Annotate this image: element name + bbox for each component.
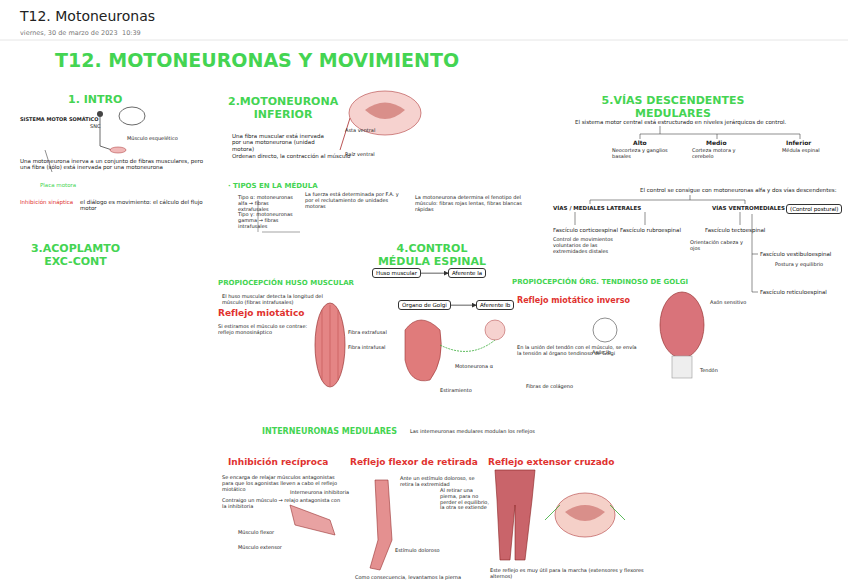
note-text: viernes, 30 de marzo de 2023 — [20, 30, 118, 37]
note-text: Al retirar una pierna, para no perder el… — [440, 488, 490, 511]
section-heading: PROPIOCEPCIÓN HUSO MUSCULAR — [218, 279, 354, 287]
note-text: Fibra intrafusal — [348, 345, 385, 351]
note-text: Fibra extrafusal — [348, 330, 387, 336]
note-text: Tendón — [700, 368, 718, 374]
section-heading: PROPIOCEPCIÓN ÓRG. TENDINOSO DE GOLGI — [512, 278, 688, 286]
note-text: Tipo γ: motoneuronas gamma → fibras intr… — [238, 212, 293, 229]
note-text: Axón sensitivo — [710, 300, 746, 306]
note-text: Ordenan directo, la contracción al múscu… — [232, 153, 350, 159]
section-heading: 2.MOTONEURONA INFERIOR — [228, 96, 338, 121]
box-text: (Control postural) — [790, 206, 838, 212]
section-heading: · TIPOS EN LA MÉDULA — [228, 182, 318, 190]
note-text: El sistema motor central está estructura… — [575, 119, 786, 125]
note-text: Una fibra muscular está inervada por una… — [232, 133, 332, 152]
note-text: Fascículo tectoespinal — [705, 227, 765, 233]
section-heading: 1. INTRO — [68, 94, 122, 107]
boxed-term: Órgano de Golgi — [398, 300, 451, 310]
section-heading: Reflejo miotático — [218, 308, 304, 318]
note-text: Control de movimientos voluntarios de la… — [553, 237, 618, 254]
connector-arrow — [451, 305, 476, 306]
section-heading: Reflejo miotático inverso — [517, 296, 630, 305]
note-text: Como consecuencia, levantamos la pierna — [355, 575, 461, 581]
note-text: Raíz ventral — [345, 152, 375, 158]
connector-arrow — [421, 273, 448, 274]
note-text: VÍAS / MEDIALES LATERALES — [553, 205, 641, 211]
note-text: Fascículo vestibuloespinal — [760, 251, 831, 257]
note-text: En la unión del tendón con el músculo, s… — [517, 345, 642, 357]
note-text: La fuerza está determinada por F.A. y po… — [305, 192, 405, 209]
box-text: Aferente Ia — [452, 270, 482, 276]
note-text: Tipo α: motoneuronas alfa → fibras extra… — [238, 195, 293, 212]
note-text: Fascículo corticoespinal — [553, 227, 618, 233]
boxed-term: (Control postural) — [786, 204, 842, 214]
boxed-term: Aferente Ia — [448, 268, 486, 278]
note-text: el diálogo es movimiento: el cálculo del… — [80, 199, 210, 212]
note-text: Las interneuronas medulares modulan los … — [410, 429, 535, 435]
note-text: SISTEMA MOTOR SOMÁTICO — [20, 117, 98, 123]
note-text: Axón Ib — [592, 350, 611, 356]
note-text: Medio — [706, 140, 727, 147]
section-heading: Reflejo flexor de retirada — [350, 457, 478, 467]
note-text: Postura y equilibrio — [775, 262, 835, 268]
note-text: Músculo extensor — [238, 545, 282, 551]
note-text: Interneurona inhibitoria — [290, 490, 349, 496]
note-text: Orientación cabeza y ojos — [690, 240, 745, 252]
note-text: VÍAS VENTROMEDIALES — [712, 205, 785, 211]
note-text: Médula espinal — [782, 148, 820, 154]
note-text: Fascículo reticuloespinal — [760, 289, 827, 295]
note-text: Inferior — [786, 140, 811, 147]
note-text: Asta ventral — [345, 128, 375, 134]
note-text: SNC — [90, 124, 100, 130]
note-text: Alto — [633, 140, 647, 147]
section-heading: Reflejo extensor cruzado — [488, 457, 615, 467]
section-heading: INTERNEURONAS MEDULARES — [262, 427, 397, 436]
note-text: Músculo flexor — [238, 530, 274, 536]
section-heading: Inhibición recíproca — [228, 457, 328, 467]
section-heading: 4.CONTROL MÉDULA ESPINAL — [372, 243, 492, 268]
note-text: Fibras de colágeno — [526, 384, 573, 390]
note-text: Motoneurona α — [455, 364, 493, 370]
box-text: Órgano de Golgi — [402, 302, 447, 308]
note-text: Corteza motora y cerebelo — [692, 148, 747, 160]
note-text: Neocorteza y ganglios basales — [612, 148, 672, 160]
note-text: Estímulo doloroso — [395, 548, 440, 554]
note-text: El control se consigue con motoneuronas … — [640, 187, 837, 193]
note-text: Músculo esquelético — [127, 136, 178, 142]
note-text: Una motoneurona inerva a un conjunto de … — [20, 158, 210, 171]
box-text: Huso muscular — [376, 270, 417, 276]
note-text: Placa motora — [40, 182, 76, 188]
note-text: El huso muscular detecta la longitud del… — [222, 294, 342, 306]
section-heading: 3.ACOPLAMTO EXC-CONT — [28, 243, 123, 268]
boxed-term: Huso muscular — [372, 268, 421, 278]
note-text: Estiramiento — [440, 388, 472, 394]
note-text: La motoneurona determina el fenotipo del… — [415, 195, 525, 212]
note-text: 10:39 — [122, 30, 141, 37]
note-text: Si estiramos el músculo se contrae: refl… — [218, 324, 308, 336]
box-text: Aferente Ib — [480, 302, 510, 308]
note-text: Ante un estímulo doloroso, se retira la … — [400, 476, 480, 488]
note-text: Fascículo rubroespinal — [620, 227, 681, 233]
note-text: Contraigo un músculo → relajo antagonist… — [222, 498, 342, 510]
note-text: Este reflejo es muy útil para la marcha … — [490, 568, 660, 580]
section-heading: 5.VÍAS DESCENDENTES MEDULARES — [588, 95, 758, 120]
page-title: T12. Motoneuronas — [20, 8, 155, 24]
boxed-term: Aferente Ib — [476, 300, 514, 310]
section-heading: T12. MOTONEURONAS Y MOVIMIENTO — [55, 50, 459, 72]
note-text: Inhibición sináptica — [20, 199, 73, 205]
